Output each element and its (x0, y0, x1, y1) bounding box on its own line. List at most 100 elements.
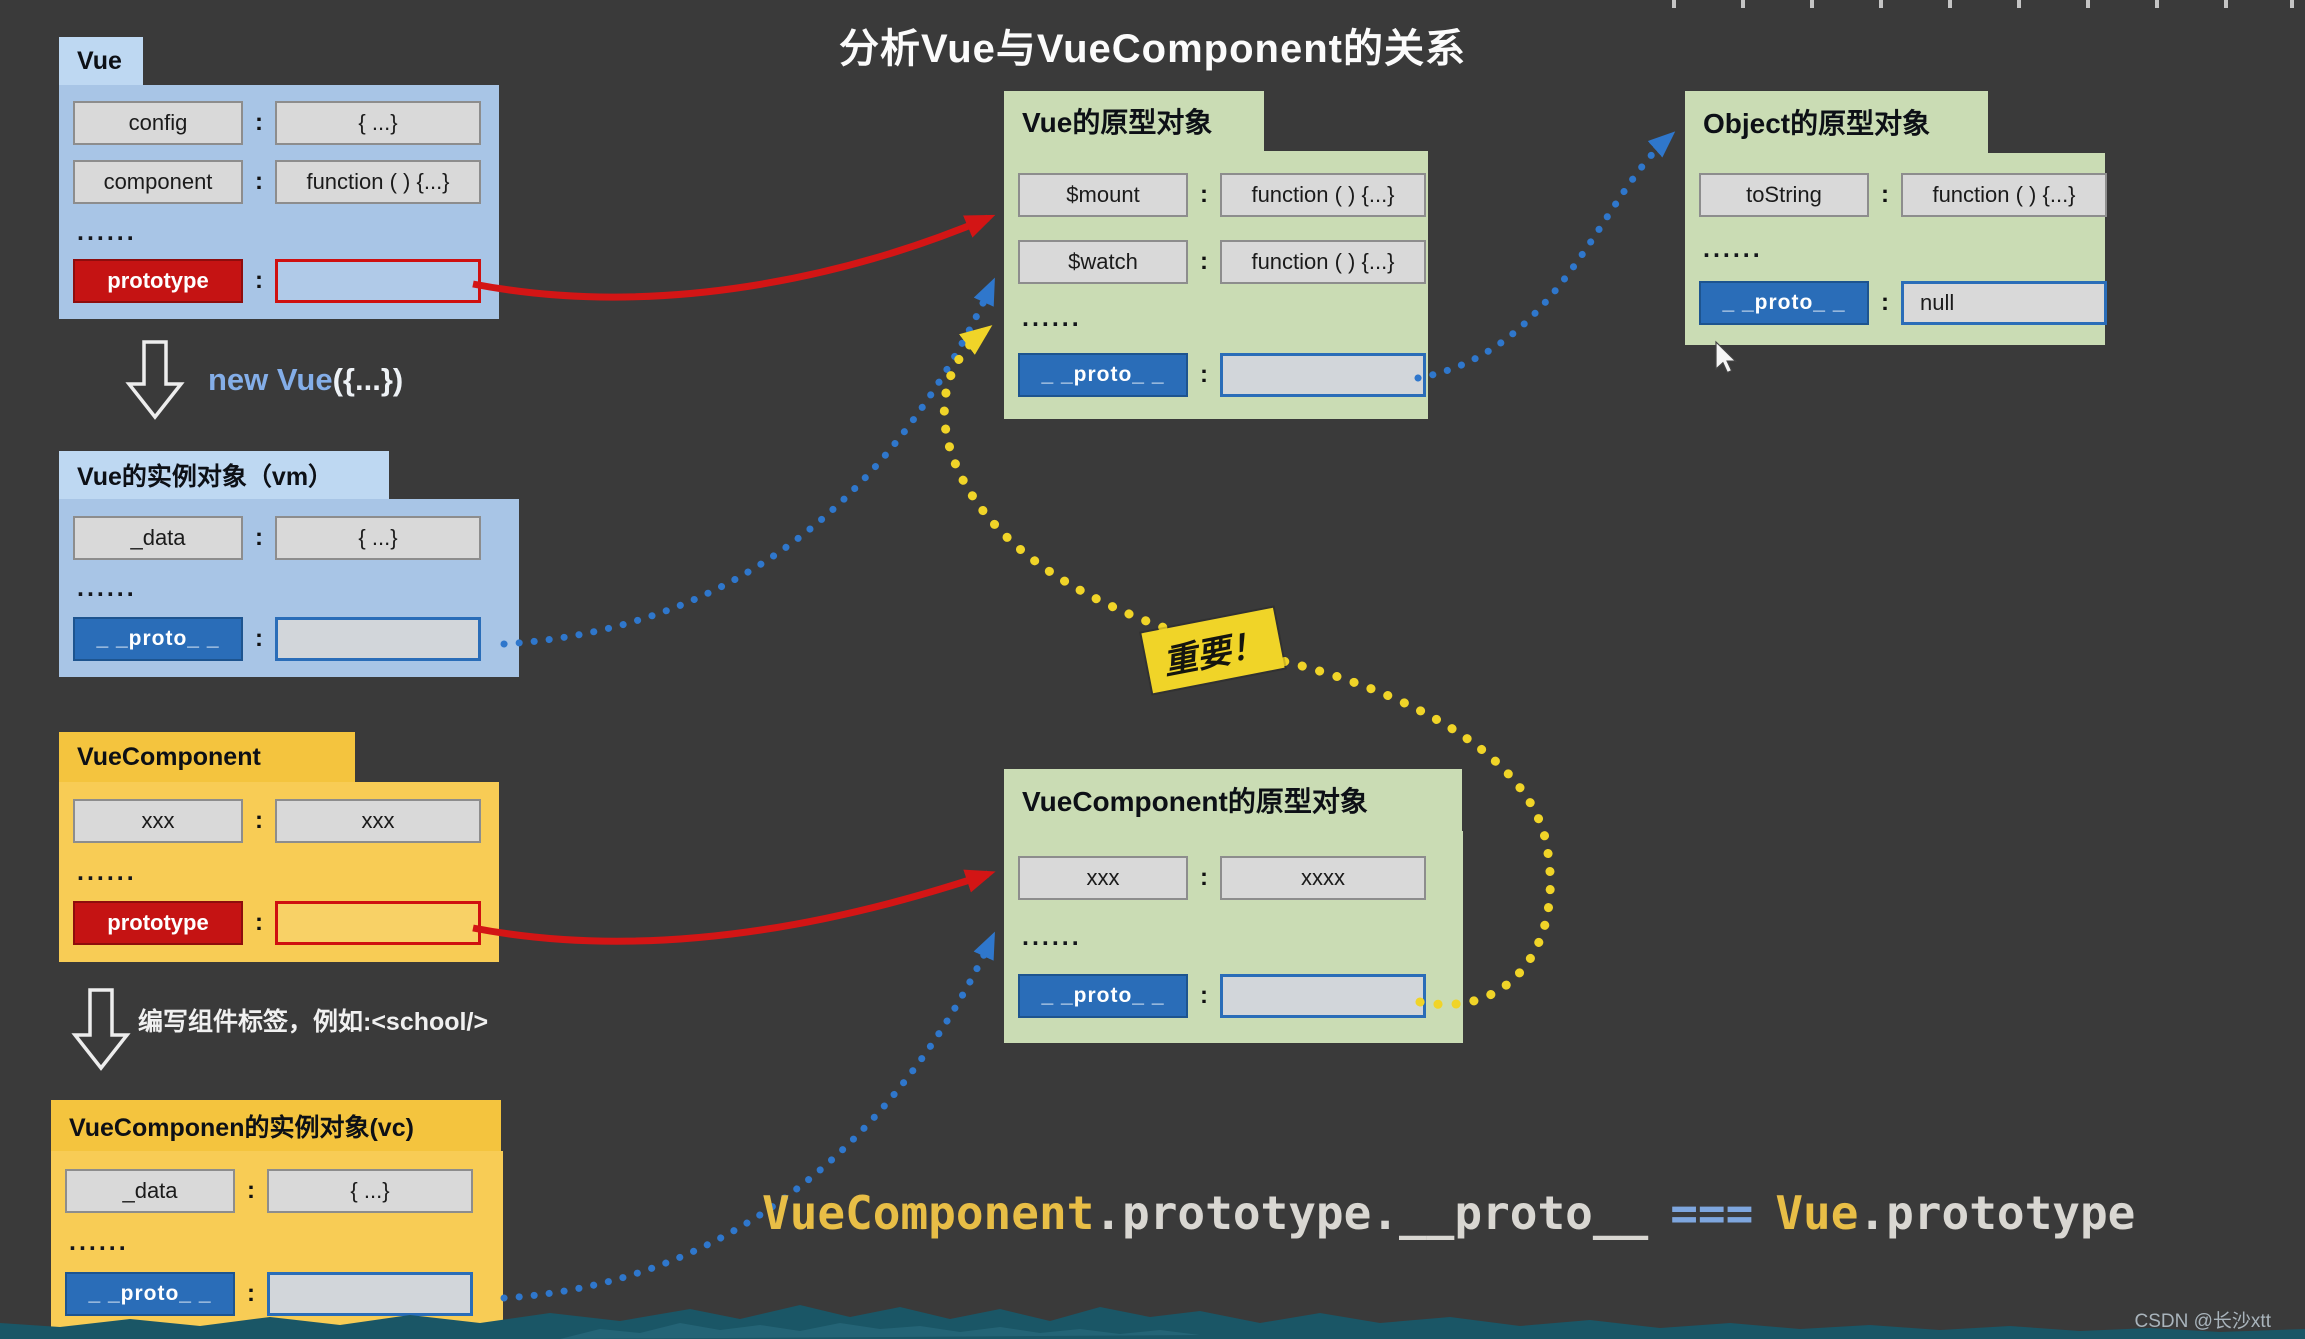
colon: : (247, 1176, 255, 1204)
watermark: CSDN @长沙xtt (2134, 1311, 2271, 1332)
object-prototype-box: Object的原型对象 toString : function ( ) {...… (1685, 91, 2107, 345)
proto-ref-slot (275, 616, 481, 661)
vm-instance-box-title: Vue的实例对象（vm） (59, 451, 389, 499)
data-row: _data : { ...} (65, 1168, 489, 1213)
proto-row: _ _proto_ _ : (73, 616, 505, 661)
red-arrow-vue-prototype (472, 214, 996, 301)
proto-key: _ _proto_ _ (1018, 974, 1188, 1018)
xxx-key: xxx (1018, 856, 1188, 900)
proto-key: _ _proto_ _ (73, 616, 243, 661)
vuecomponent-prototype-box-body: xxx : xxxx ...... _ _proto_ _ : (1004, 831, 1463, 1043)
colon: : (1881, 181, 1889, 208)
vc-instance-box-body: _data : { ...} ...... _ _proto_ _ : (51, 1151, 503, 1333)
box-title-text: Vue的原型对象 (1022, 107, 1213, 138)
component-row: component : function ( ) {...} (73, 160, 485, 205)
vuecomponent-constructor-box: VueComponent xxx : xxx ...... prototype … (59, 732, 499, 962)
equation-line: VueComponent.prototype.__proto__===Vue.p… (762, 1186, 2135, 1240)
box-title-text: VueComponen的实例对象(vc) (69, 1113, 414, 1142)
watch-key: $watch (1018, 239, 1188, 284)
equation-rhs-object: Vue (1775, 1186, 1859, 1240)
vc-instance-box: VueComponen的实例对象(vc) _data : { ...} ....… (51, 1100, 503, 1333)
vue-constructor-box-title: Vue (59, 37, 143, 85)
colon: : (255, 267, 263, 295)
colon: : (255, 909, 263, 936)
equation-lhs-prop: __proto__ (1398, 1186, 1649, 1240)
object-prototype-box-title: Object的原型对象 (1685, 91, 1988, 153)
proto-null-value: null (1901, 281, 2107, 325)
ellipsis: ...... (77, 574, 137, 602)
tostring-row: toString : function ( ) {...} (1699, 173, 2107, 217)
component-key: component (73, 160, 243, 205)
data-value: { ...} (275, 515, 481, 560)
colon: : (255, 624, 263, 652)
colon: : (255, 807, 263, 834)
important-badge: 重要！ (1141, 607, 1285, 694)
ellipsis: ...... (1703, 235, 1763, 263)
colon: : (1200, 360, 1208, 388)
watch-value: function ( ) {...} (1220, 239, 1426, 284)
colon: : (1200, 247, 1208, 275)
colon: : (1200, 181, 1208, 209)
xxx-key: xxx (73, 799, 243, 843)
colon: : (255, 108, 263, 136)
data-key: _data (73, 515, 243, 560)
prototype-key: prototype (73, 259, 243, 304)
ellipsis: ...... (77, 858, 137, 886)
data-value: { ...} (267, 1168, 473, 1213)
component-tag-label: 编写组件标签，例如:<school/> (138, 1008, 489, 1036)
blue-arrow-vm-proto (500, 277, 996, 648)
vuecomponent-box-title: VueComponent (59, 732, 355, 782)
vuecomponent-box-body: xxx : xxx ...... prototype : (59, 782, 499, 962)
blue-arrow-vueproto-objectproto (1414, 131, 1676, 382)
top-tick-marks (1672, 0, 2294, 8)
colon: : (255, 523, 263, 551)
box-title-text: Vue的实例对象（vm） (77, 463, 334, 491)
colon: : (1200, 864, 1208, 891)
vm-instance-box: Vue的实例对象（vm） _data : { ...} ...... _ _pr… (59, 451, 519, 677)
prototype-row: prototype : (73, 901, 485, 945)
down-arrow-new-vue (125, 340, 185, 420)
vue-prototype-box-title: Vue的原型对象 (1004, 91, 1264, 151)
proto-key: _ _proto_ _ (1699, 281, 1869, 325)
page-title: 分析Vue与VueComponent的关系 (839, 27, 1466, 71)
prototype-key: prototype (73, 901, 243, 945)
watch-row: $watch : function ( ) {...} (1018, 239, 1426, 284)
new-vue-accent: new Vue (208, 362, 333, 397)
data-row: _data : { ...} (73, 515, 505, 560)
proto-row: _ _proto_ _ : null (1699, 281, 2107, 325)
new-vue-rest: ({...}) (332, 362, 404, 397)
equation-lhs-mid: .prototype. (1094, 1186, 1399, 1240)
mount-row: $mount : function ( ) {...} (1018, 173, 1426, 218)
data-key: _data (65, 1168, 235, 1213)
box-title-text: VueComponent (77, 742, 261, 771)
colon: : (1200, 982, 1208, 1009)
proto-ref-slot (1220, 352, 1426, 397)
box-title-text: VueComponent的原型对象 (1022, 786, 1368, 817)
ellipsis: ...... (1022, 923, 1082, 951)
mouse-cursor (1715, 340, 1737, 374)
config-value: { ...} (275, 100, 481, 145)
xxx-row: xxx : xxxx (1018, 856, 1449, 900)
equation-lhs-object: VueComponent (762, 1186, 1095, 1240)
prototype-ref-slot (275, 901, 481, 945)
mount-value: function ( ) {...} (1220, 173, 1426, 218)
prototype-row: prototype : (73, 259, 485, 304)
vuecomponent-prototype-box-title: VueComponent的原型对象 (1004, 769, 1462, 831)
vue-prototype-box-body: $mount : function ( ) {...} $watch : fun… (1004, 151, 1428, 419)
box-title-text: Object的原型对象 (1703, 108, 1931, 139)
proto-key: _ _proto_ _ (65, 1271, 235, 1316)
ellipsis: ...... (77, 217, 137, 246)
proto-row: _ _proto_ _ : (1018, 974, 1449, 1018)
prototype-ref-slot (275, 259, 481, 304)
mount-key: $mount (1018, 173, 1188, 218)
xxx-value: xxx (275, 799, 481, 843)
vue-constructor-box: Vue config : { ...} component : function… (59, 37, 499, 319)
component-value: function ( ) {...} (275, 160, 481, 205)
down-arrow-school-tag (71, 988, 131, 1071)
proto-row: _ _proto_ _ : (1018, 352, 1426, 397)
vc-instance-box-title: VueComponen的实例对象(vc) (51, 1100, 501, 1151)
object-prototype-box-body: toString : function ( ) {...} ...... _ _… (1685, 153, 2107, 345)
equation-operator: === (1670, 1186, 1754, 1240)
colon: : (247, 1279, 255, 1307)
